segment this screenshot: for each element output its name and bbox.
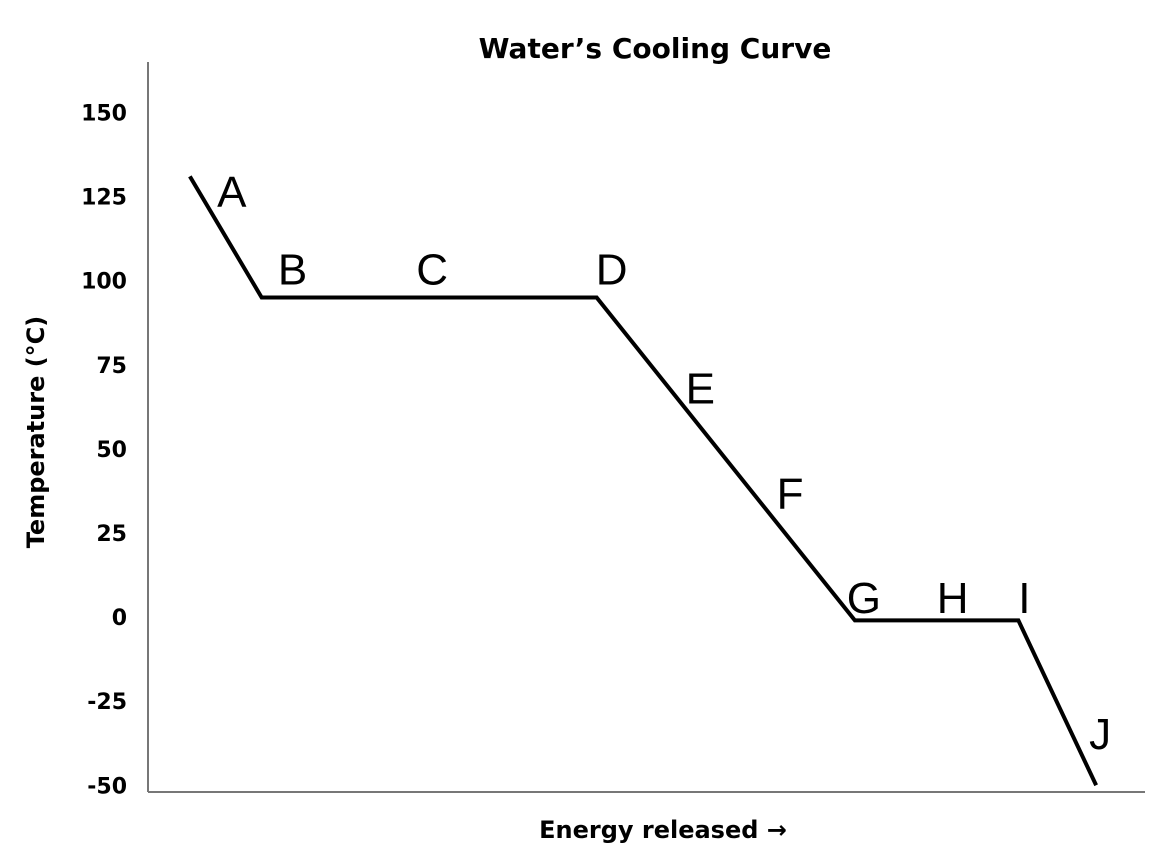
chart-title: Water’s Cooling Curve — [479, 32, 832, 65]
cooling-curve-line — [188, 175, 1098, 787]
y-tick-label: 75 — [96, 354, 127, 379]
y-tick-labels: 150 125 100 75 50 25 0 -25 -50 — [81, 101, 127, 799]
point-label-b: B — [278, 246, 307, 295]
point-label-g: G — [847, 574, 881, 623]
y-tick-label: 100 — [81, 270, 127, 295]
y-tick-label: 125 — [81, 186, 127, 211]
y-tick-label: 50 — [96, 438, 127, 463]
y-tick-label: 0 — [112, 606, 127, 631]
point-label-i: I — [1018, 574, 1030, 623]
y-tick-label: -50 — [87, 774, 127, 799]
y-tick-label: 150 — [81, 101, 127, 126]
point-label-e: E — [686, 365, 715, 414]
y-tick-label: 25 — [96, 522, 127, 547]
point-label-d: D — [596, 246, 628, 295]
x-axis-label: Energy released → — [539, 816, 787, 844]
point-label-c: C — [416, 246, 448, 295]
y-axis-label: Temperature (°C) — [22, 316, 50, 549]
point-label-h: H — [937, 574, 969, 623]
y-tick-label: -25 — [87, 690, 127, 715]
point-label-f: F — [777, 469, 804, 518]
point-label-j: J — [1089, 710, 1111, 759]
point-label-a: A — [217, 168, 247, 217]
